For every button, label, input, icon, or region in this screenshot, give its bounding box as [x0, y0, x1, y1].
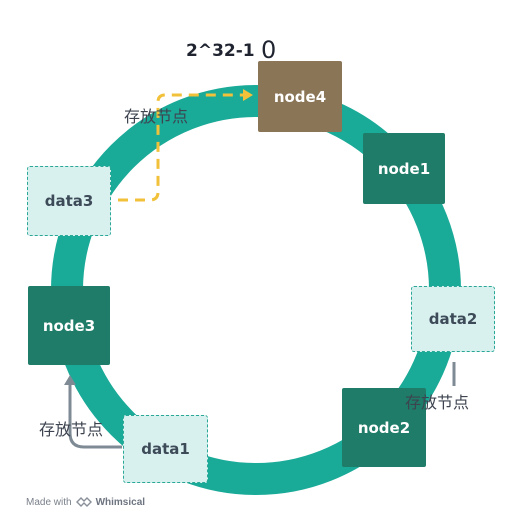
node1-label: node1 — [377, 159, 431, 178]
data3-label: data3 — [44, 192, 94, 210]
footer-brand: Whimsical — [95, 496, 146, 508]
node3-label: node3 — [42, 316, 96, 335]
ring-max-label: 2^32-1 — [186, 41, 255, 61]
ring-zero-label: 0 — [261, 36, 277, 64]
data2[interactable]: data2 — [411, 286, 495, 352]
data1-label: data1 — [141, 440, 190, 458]
data3-to-node4-arrowhead — [243, 89, 253, 101]
node2[interactable]: node2 — [342, 388, 426, 467]
store-label-data3: 存放节点 — [124, 107, 189, 126]
footer-prefix: Made with — [26, 496, 72, 508]
store-label-data1: 存放节点 — [39, 420, 104, 439]
footer-watermark: Made with Whimsical — [26, 496, 145, 508]
store-label-data2: 存放节点 — [405, 393, 470, 412]
node4-label: node4 — [273, 87, 327, 106]
node4[interactable]: node4 — [258, 61, 342, 132]
node3[interactable]: node3 — [28, 286, 110, 365]
node1[interactable]: node1 — [363, 133, 445, 204]
whimsical-logo-icon — [75, 497, 92, 507]
data2-label: data2 — [428, 310, 478, 328]
data1-to-node3-path — [68, 384, 122, 449]
data1[interactable]: data1 — [123, 415, 208, 483]
node2-label: node2 — [357, 418, 411, 437]
data3[interactable]: data3 — [27, 166, 111, 236]
data1-to-node3-arrowhead — [64, 375, 76, 385]
data3-to-node4-path — [118, 93, 243, 202]
